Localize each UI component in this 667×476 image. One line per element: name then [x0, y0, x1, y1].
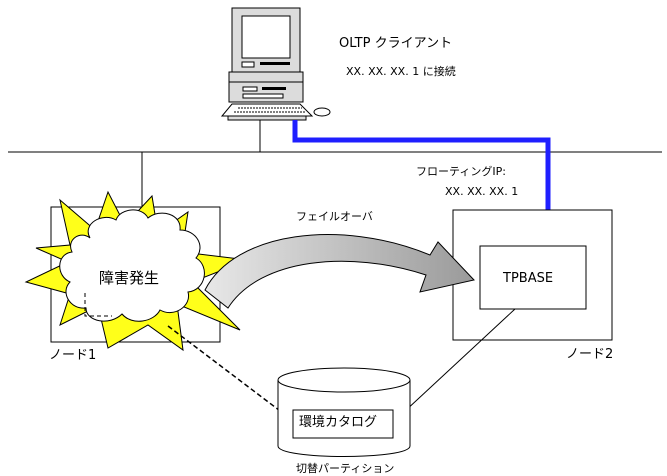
catalog-label: 環境カタログ	[299, 415, 378, 430]
floating-ip-label: フローティングIP:	[416, 165, 506, 178]
client-connect-text: XX. XX. XX. 1 に接続	[346, 65, 456, 78]
partition-label: 切替パーティション	[296, 462, 395, 475]
client-title: OLTP クライアント	[339, 36, 453, 51]
client-connection-line	[292, 120, 551, 232]
catalog-box	[292, 409, 394, 439]
failover-arrow	[204, 234, 475, 309]
node2-label: ノード2	[566, 347, 614, 362]
failover-label: フェイルオーバ	[296, 210, 373, 223]
node2-catalog-line	[389, 308, 516, 426]
failure-text: 障害発生	[99, 269, 160, 287]
node1-label: ノード1	[49, 348, 97, 363]
node1-catalog-dashed-line	[167, 325, 297, 424]
floating-ip-value: XX. XX. XX. 1	[445, 185, 519, 198]
tpbase-label: TPBASE	[503, 271, 554, 286]
pc-client-icon	[220, 7, 331, 121]
dashed-link	[84, 293, 112, 317]
tpbase-box	[479, 245, 587, 310]
failure-cloud	[59, 209, 205, 322]
